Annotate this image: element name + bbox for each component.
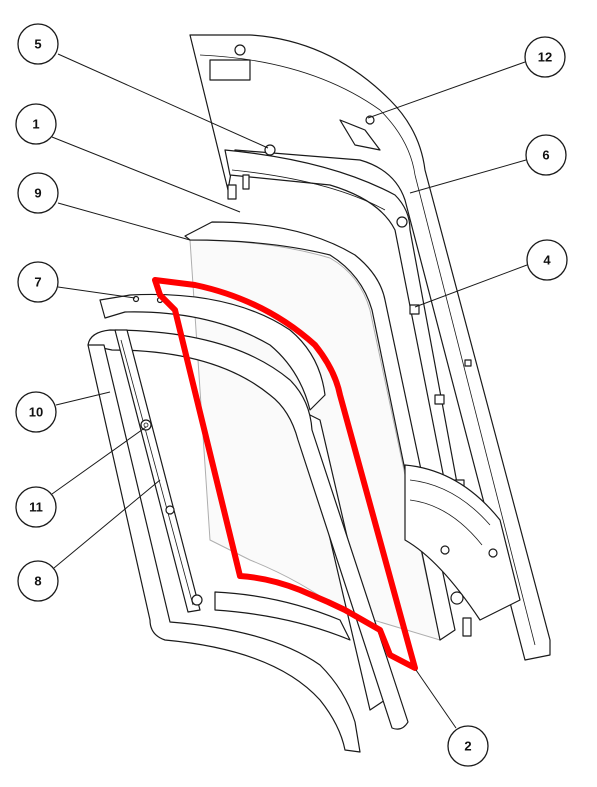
side-bar-part-8 — [114, 329, 203, 613]
callout-8-label: 8 — [34, 574, 41, 589]
callouts: 5 12 1 6 9 4 7 — [15, 23, 568, 767]
callout-9: 9 — [17, 172, 191, 241]
callout-1: 1 — [15, 103, 241, 213]
callout-4: 4 — [414, 239, 568, 308]
callout-1-label: 1 — [32, 117, 39, 132]
gasket-part-2-highlight — [152, 277, 418, 671]
callout-11: 11 — [15, 426, 147, 528]
outer-frame-part-10 — [87, 329, 409, 753]
callout-10-label: 10 — [29, 405, 43, 420]
callout-12-label: 12 — [538, 50, 552, 65]
screw-part-11 — [140, 419, 152, 431]
callout-5-label: 5 — [34, 37, 41, 52]
callout-4-label: 4 — [543, 253, 551, 268]
callout-2: 2 — [415, 669, 489, 767]
gasket-outline — [152, 277, 418, 671]
callout-7-label: 7 — [34, 275, 41, 290]
callout-2-label: 2 — [464, 739, 471, 754]
hinge-hardware — [404, 464, 521, 637]
callout-5: 5 — [17, 23, 269, 149]
callout-7: 7 — [17, 261, 136, 303]
glass-frame-part-1 — [224, 144, 476, 586]
callout-8: 8 — [17, 479, 161, 602]
callout-6: 6 — [409, 134, 567, 194]
callout-9-label: 9 — [34, 186, 41, 201]
callout-6-label: 6 — [542, 148, 549, 163]
callout-12: 12 — [367, 36, 566, 119]
callout-11-label: 11 — [29, 500, 43, 515]
callout-10: 10 — [15, 391, 111, 433]
